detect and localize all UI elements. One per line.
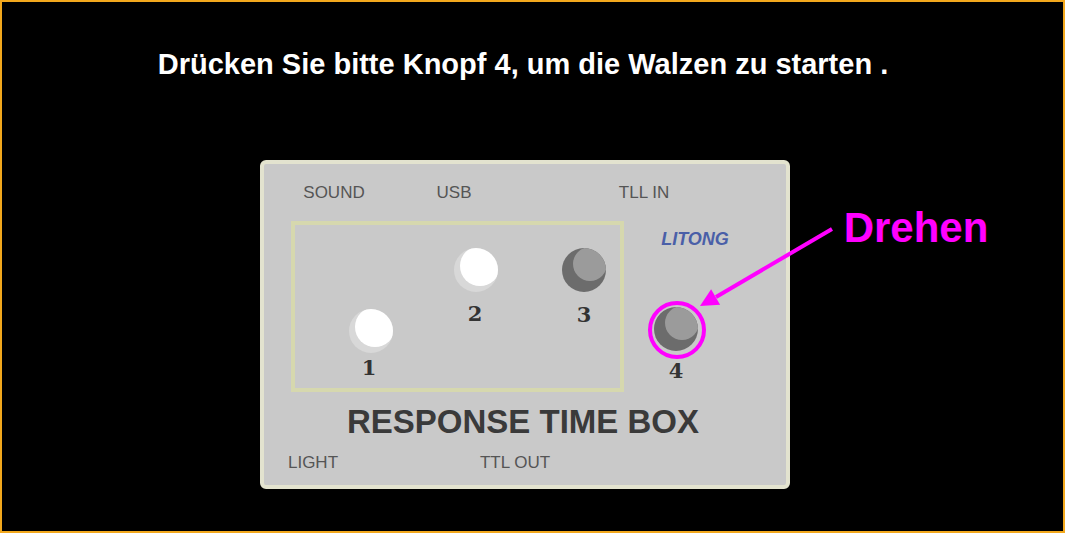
port-label: USB [437, 184, 472, 203]
device-box: SOUND USB TLL IN LITONG RESPONSE TIME BOX LIG… [261, 161, 789, 488]
highlight-ring [650, 303, 704, 357]
callout-number: 3 [577, 303, 592, 326]
callout-text: Drehen [844, 205, 989, 251]
device-body [262, 162, 788, 487]
button [454, 246, 500, 292]
port-label: TTL OUT [480, 454, 550, 473]
button [562, 247, 607, 292]
callout-number: 2 [468, 302, 483, 325]
port-label: SOUND [303, 184, 364, 203]
arrow-head [700, 289, 720, 306]
callout-number: 1 [362, 356, 377, 379]
brand-logo: LITONG [661, 230, 729, 250]
button [349, 307, 395, 353]
button [654, 306, 699, 351]
leader-arrow [716, 229, 832, 297]
port-label: LIGHT [288, 454, 338, 473]
button-panel [293, 223, 622, 390]
port-label: TLL IN [619, 184, 669, 203]
title: Drücken Sie bitte Knopf 4, um die Walzen… [158, 49, 888, 81]
device-name: RESPONSE TIME BOX [347, 404, 699, 440]
callout-number: 4 [669, 359, 684, 382]
